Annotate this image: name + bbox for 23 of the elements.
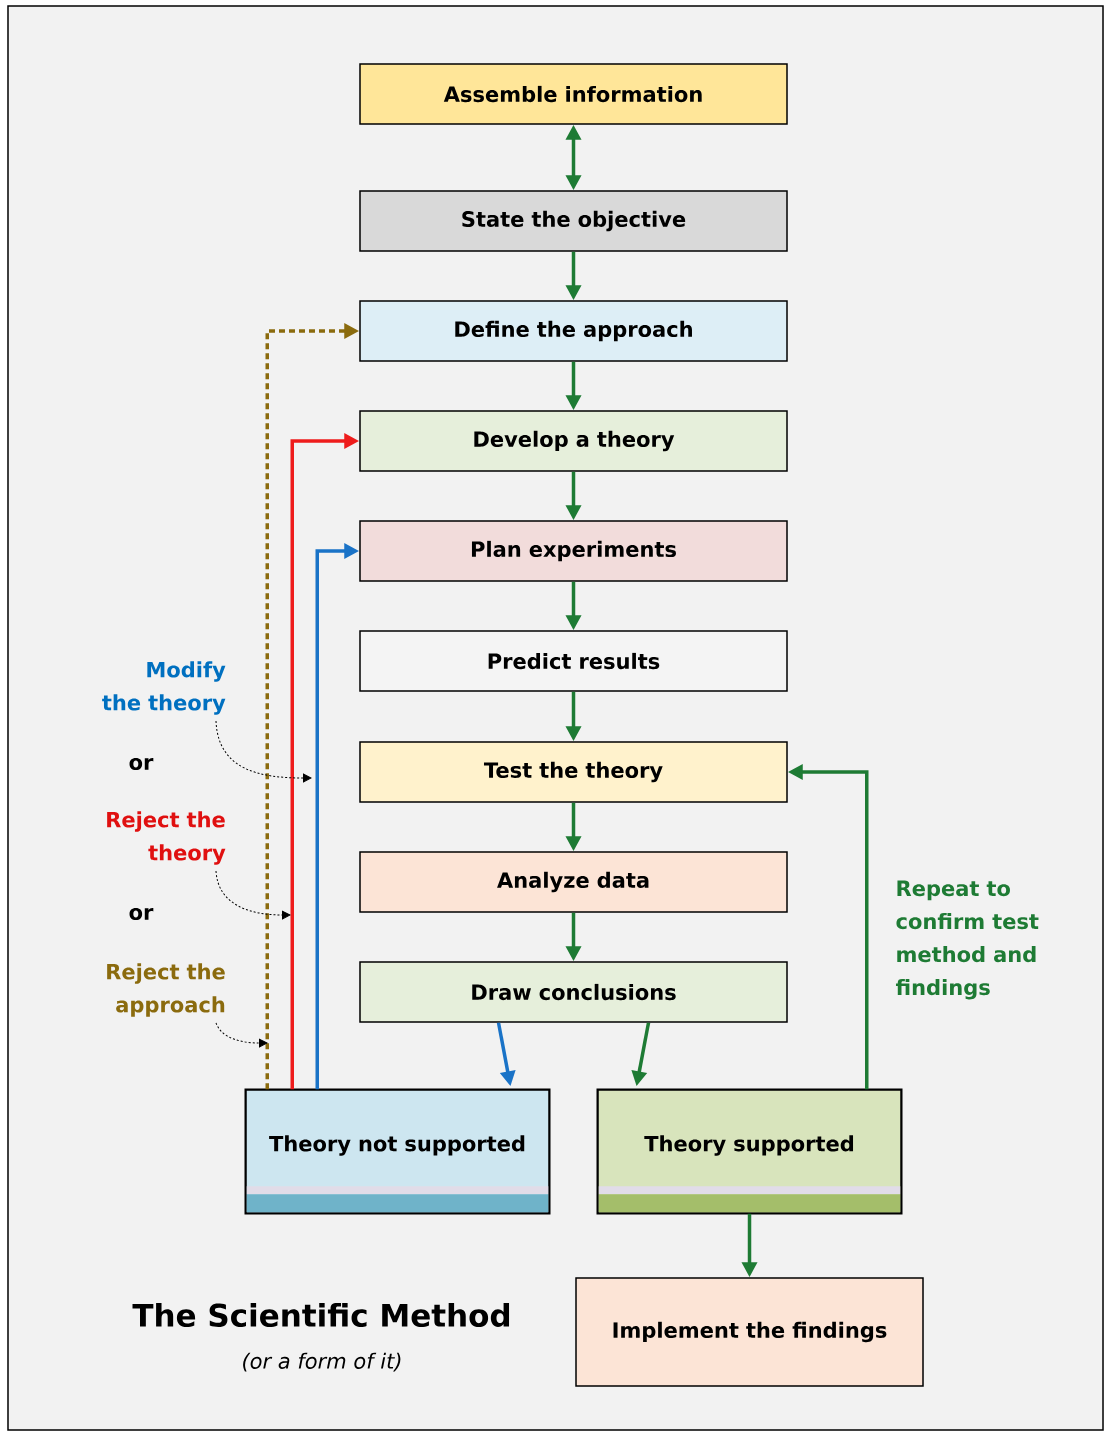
title: The Scientific Method xyxy=(132,1303,510,1327)
process-box: Predict results xyxy=(359,630,788,692)
process-box: Analyze data xyxy=(359,851,788,913)
process-box: Theory supported xyxy=(596,1088,903,1215)
edge-label: Repeat to confirm test method and findings xyxy=(896,880,1039,1000)
process-box: Theory not supported xyxy=(244,1088,551,1215)
leader-line xyxy=(215,1022,268,1048)
caption: (or a form of it) xyxy=(243,1352,401,1372)
side-note: Reject the theory xyxy=(107,811,226,865)
process-box: Test the theory xyxy=(359,741,788,803)
connector-word: or xyxy=(129,758,154,771)
process-box: Assemble information xyxy=(359,63,788,125)
leader-line xyxy=(215,720,312,783)
process-box: Draw conclusions xyxy=(359,961,788,1023)
process-box: Implement the findings xyxy=(575,1277,924,1387)
process-box: Define the approach xyxy=(359,300,788,362)
process-box: Plan experiments xyxy=(359,520,788,582)
connector-word: or xyxy=(129,908,154,921)
side-note: Reject the approach xyxy=(107,963,225,1017)
leader-line xyxy=(215,870,291,920)
side-note: Modify the theory xyxy=(102,661,226,715)
process-box: Develop a theory xyxy=(359,410,788,472)
process-box: State the objective xyxy=(359,190,788,252)
